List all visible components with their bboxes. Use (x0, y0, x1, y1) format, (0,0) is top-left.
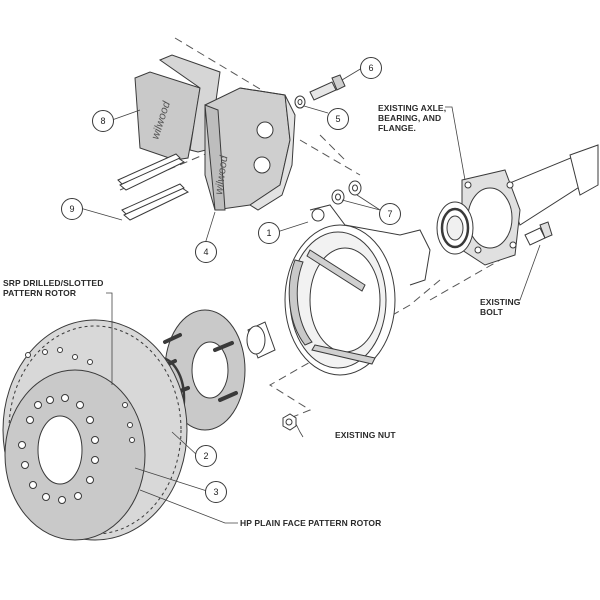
label-existing-nut: EXISTING NUT (335, 430, 396, 440)
callout-8: 8 (92, 110, 114, 132)
label-existing-bolt: EXISTING BOLT (480, 297, 521, 317)
washer (294, 95, 306, 109)
callout-1: 1 (258, 222, 280, 244)
callout-4: 4 (195, 241, 217, 263)
existing-axle (436, 144, 599, 266)
rotor (2, 319, 188, 541)
parking-brake-assembly (284, 204, 431, 376)
label-hp-rotor: HP PLAIN FACE PATTERN ROTOR (240, 518, 382, 528)
label-existing-axle: EXISTING AXLE, BEARING, AND FLANGE. (378, 103, 447, 133)
caliper-brand-mark: wilwood (213, 154, 230, 195)
callout-5: 5 (327, 108, 349, 130)
callout-9: 9 (61, 198, 83, 220)
leader-lines (79, 67, 541, 524)
callout-6: 6 (360, 57, 382, 79)
centerline-lower (269, 259, 501, 421)
callout-3: 3 (205, 481, 227, 503)
rotor-bolt-holes (18, 394, 99, 504)
existing-bolt (524, 221, 553, 246)
shims (331, 180, 362, 205)
caliper-bolt (309, 74, 346, 101)
callout-7: 7 (379, 203, 401, 225)
rotor-drill-holes (25, 347, 135, 443)
existing-nut (282, 413, 297, 431)
pad-retainers (117, 153, 190, 221)
callout-2: 2 (195, 445, 217, 467)
label-srp-rotor: SRP DRILLED/SLOTTED PATTERN ROTOR (3, 278, 104, 298)
axle-shaft-stub (246, 321, 276, 359)
caliper: wilwood (204, 87, 296, 211)
